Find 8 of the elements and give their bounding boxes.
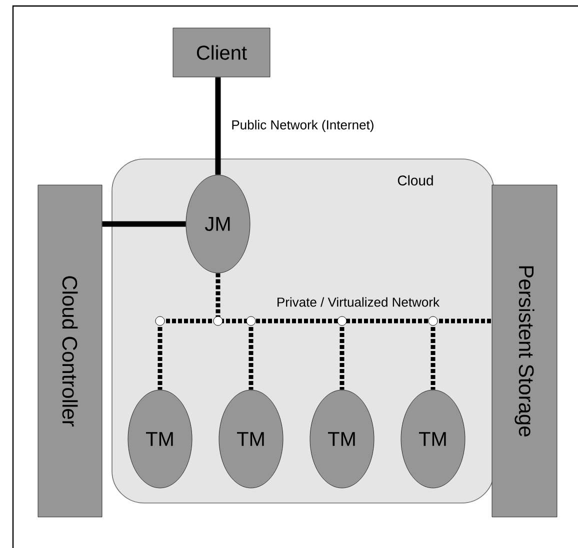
storage-bar: Persistent Storage: [492, 184, 558, 518]
connector-line: [215, 77, 221, 175]
network-label: Private / Virtualized Network: [278, 297, 440, 307]
edge-label: Public Network (Internet): [230, 118, 376, 134]
client-box: Client: [172, 28, 270, 78]
network-line: [158, 270, 492, 390]
controller-bar: Cloud Controller: [38, 184, 102, 518]
connector-line: [102, 221, 186, 227]
